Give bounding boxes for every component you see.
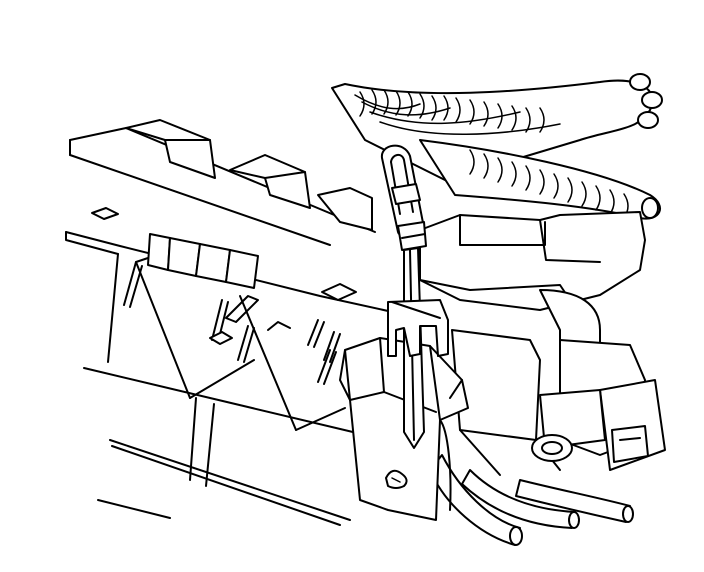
mounting-holes	[91, 207, 357, 301]
connector-lock-tab	[387, 299, 449, 357]
exit-wires	[429, 454, 634, 546]
wiring-harness	[331, 73, 663, 220]
connector-housing	[419, 211, 666, 476]
panel-webbing	[135, 257, 346, 487]
terminal-tabs	[123, 233, 341, 385]
bracket-raised-blocks	[125, 119, 373, 231]
technical-line-illustration	[65, 73, 666, 546]
